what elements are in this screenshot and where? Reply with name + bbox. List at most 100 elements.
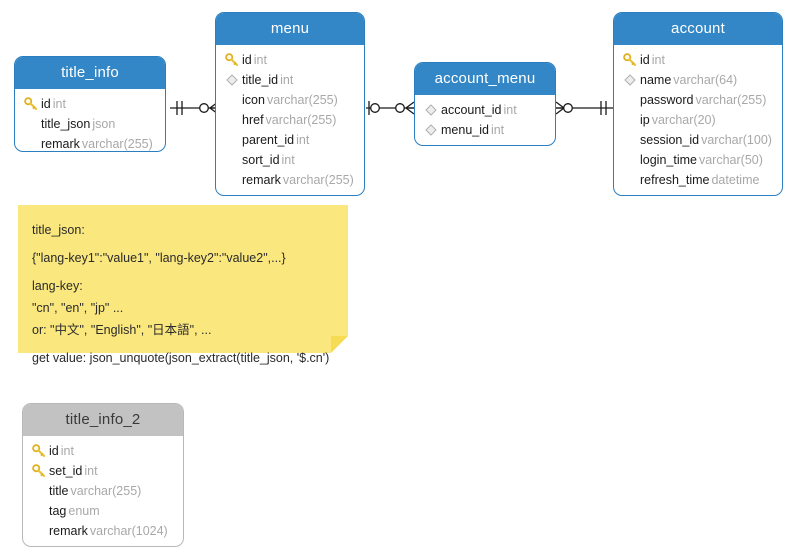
field-name: title xyxy=(49,484,69,498)
no-key-spacer xyxy=(620,130,640,150)
entity-title_info-header: title_info xyxy=(15,57,165,89)
field-type: varchar(64) xyxy=(673,73,738,87)
field-name: set_id xyxy=(49,464,83,478)
primary-key-icon xyxy=(222,50,242,70)
no-key-spacer xyxy=(29,521,49,541)
foreign-key-diamond-icon xyxy=(421,100,441,120)
field-name: remark xyxy=(41,137,80,151)
field-type: json xyxy=(92,117,116,131)
no-key-spacer xyxy=(620,110,640,130)
no-key-spacer xyxy=(21,114,41,134)
no-key-spacer xyxy=(29,501,49,521)
field-name: account_id xyxy=(441,103,502,117)
field-name: login_time xyxy=(640,153,697,167)
field-type: int xyxy=(253,53,267,67)
entity-account_menu-header: account_menu xyxy=(415,63,555,95)
field-name: refresh_time xyxy=(640,173,710,187)
field-name: id xyxy=(640,53,650,67)
no-key-spacer xyxy=(222,170,242,190)
foreign-key-diamond-icon xyxy=(222,70,242,90)
primary-key-icon xyxy=(29,441,49,461)
note-content: title_json: {"lang-key1":"value1", "lang… xyxy=(18,205,348,379)
field-type: int xyxy=(52,97,66,111)
field-type: int xyxy=(280,73,294,87)
field-type: varchar(255) xyxy=(81,137,153,151)
no-key-spacer xyxy=(620,170,640,190)
no-key-spacer xyxy=(222,130,242,150)
note-fold-corner-icon xyxy=(331,336,348,353)
foreign-key-diamond-icon xyxy=(421,120,441,140)
entity-title_info_2-header: title_info_2 xyxy=(23,404,183,436)
field-name: ip xyxy=(640,113,650,127)
field-type: varchar(100) xyxy=(701,133,772,147)
no-key-spacer xyxy=(222,110,242,130)
field-name: id xyxy=(49,444,59,458)
field-type: int xyxy=(651,53,665,67)
field-name: icon xyxy=(242,93,265,107)
entity-menu-header: menu xyxy=(216,13,364,45)
field-name: remark xyxy=(242,173,281,187)
field-name: title_json xyxy=(41,117,91,131)
no-key-spacer xyxy=(29,481,49,501)
field-type: enum xyxy=(68,504,100,518)
primary-key-icon xyxy=(620,50,640,70)
field-name: remark xyxy=(49,524,88,538)
note-line: {"lang-key1":"value1", "lang-key2":"valu… xyxy=(32,251,286,265)
relationship-title_info-menu xyxy=(170,98,220,118)
note-line: title_json: xyxy=(32,223,85,237)
field-type: int xyxy=(84,464,98,478)
field-name: id xyxy=(41,97,51,111)
primary-key-icon xyxy=(21,94,41,114)
field-name: sort_id xyxy=(242,153,280,167)
field-type: int xyxy=(490,123,505,137)
no-key-spacer xyxy=(222,150,242,170)
note-line: get value: json_unquote(json_extract(tit… xyxy=(32,351,330,365)
field-type: datetime xyxy=(711,173,760,187)
field-type: varchar(20) xyxy=(651,113,716,127)
field-type: int xyxy=(296,133,310,147)
field-name: parent_id xyxy=(242,133,295,147)
no-key-spacer xyxy=(620,150,640,170)
field-name: password xyxy=(640,93,694,107)
note-line: or: "中文", "English", "日本語", ... xyxy=(32,323,212,337)
field-type: varchar(255) xyxy=(70,484,142,498)
field-name: id xyxy=(242,53,252,67)
field-name: tag xyxy=(49,504,67,518)
field-type: varchar(255) xyxy=(265,113,337,127)
primary-key-icon xyxy=(29,461,49,481)
note-line: "cn", "en", "jp" ... xyxy=(32,301,124,315)
title_json-note[interactable]: title_json: {"lang-key1":"value1", "lang… xyxy=(18,205,348,365)
field-name: menu_id xyxy=(441,123,489,137)
note-line: lang-key: xyxy=(32,279,83,293)
field-name: session_id xyxy=(640,133,700,147)
no-key-spacer xyxy=(222,90,242,110)
field-type: int xyxy=(281,153,295,167)
